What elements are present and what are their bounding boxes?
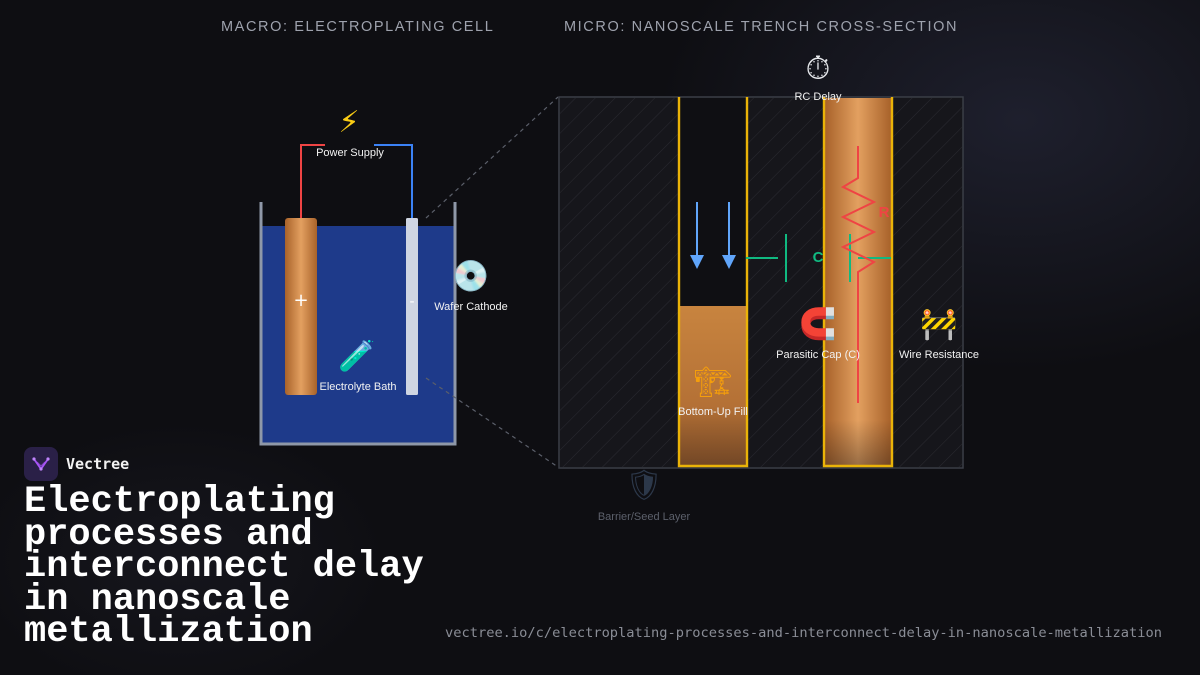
wafer-cathode-label: Wafer Cathode	[434, 301, 508, 313]
micro-section-header: MICRO: NANOSCALE TRENCH CROSS-SECTION	[564, 19, 959, 35]
shield-icon: 🛡	[624, 468, 664, 503]
disc-icon: 💿	[452, 259, 490, 294]
cathode-electrode	[406, 218, 418, 395]
magnet-icon: 🧲	[799, 307, 837, 342]
resistor-symbol	[840, 146, 877, 403]
anode-wire	[300, 144, 325, 218]
brand-block: Vectree	[24, 447, 129, 481]
current-flow-arrows	[690, 202, 736, 269]
source-url[interactable]: vectree.io/c/electroplating-processes-an…	[445, 625, 1162, 641]
rc-delay-label: RC Delay	[794, 91, 842, 103]
anode-symbol: +	[293, 290, 308, 311]
parasitic-cap-label: Parasitic Cap (C)	[776, 349, 860, 361]
electrolyte-bath-label: Electrolyte Bath	[319, 381, 397, 393]
zoom-guide-bottom	[425, 377, 559, 468]
dielectric-left	[560, 98, 678, 467]
filled-wire-fade	[825, 420, 891, 466]
barrier-liner-right	[822, 97, 894, 468]
crane-icon: 🏗	[693, 365, 733, 400]
vectree-logo-icon	[24, 447, 58, 481]
macro-section-header: MACRO: ELECTROPLATING CELL	[221, 19, 495, 35]
cathode-wire	[374, 144, 413, 218]
barrier-liner-left	[677, 97, 749, 468]
page-title: Electroplating processes and interconnec…	[24, 481, 424, 653]
stopwatch-icon: ⏱	[805, 49, 831, 87]
power-supply-label: Power Supply	[316, 147, 384, 159]
trench-open-space	[680, 98, 746, 306]
anode-electrode	[285, 218, 317, 395]
dielectric-middle	[748, 98, 823, 467]
test-tube-icon: 🧪	[338, 339, 376, 374]
tank-walls	[259, 202, 457, 446]
barrier-seed-layer-label: Barrier/Seed Layer	[597, 511, 691, 523]
zoom-guide-top	[425, 96, 559, 219]
wire-resistance-label: Wire Resistance	[898, 349, 980, 361]
bottom-up-fill-label: Bottom-Up Fill	[678, 406, 748, 418]
dielectric-right	[893, 98, 962, 467]
electroplating-cell: + -	[259, 144, 457, 446]
barrier-icon: 🚧	[920, 307, 958, 342]
trench-cross-section: C R	[558, 96, 964, 469]
capacitor-label: C	[813, 249, 824, 266]
cathode-symbol: -	[409, 294, 414, 310]
resistor-label: R	[879, 204, 890, 221]
lightning-icon: ⚡	[338, 105, 360, 140]
brand-name: Vectree	[66, 455, 130, 473]
partial-fill-fade	[680, 406, 746, 466]
